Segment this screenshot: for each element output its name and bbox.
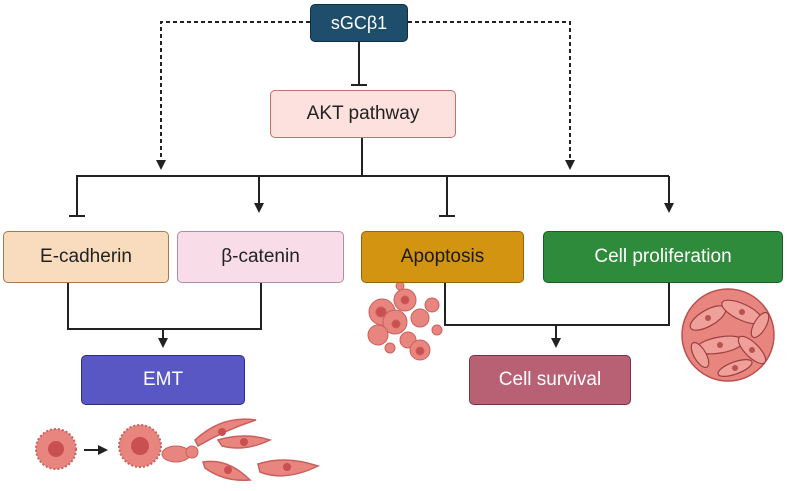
node-label: EMT <box>142 369 184 390</box>
proliferating-cells-icon <box>681 288 775 382</box>
apoptotic-cells-icon <box>367 281 443 361</box>
node-label: Cell proliferation <box>594 246 732 267</box>
node-cell-proliferation: Cell proliferation <box>543 231 783 283</box>
edge-ecadherin-emt <box>67 283 262 330</box>
node-label: Cell survival <box>498 369 602 390</box>
node-label: sGCβ1 <box>330 12 388 33</box>
emt-transition-icon <box>35 418 320 481</box>
node-label: Apoptosis <box>400 246 485 267</box>
node-label: E-cadherin <box>40 246 132 267</box>
node-beta-catenin: β-catenin <box>177 231 344 283</box>
edge-sgc-bcatenin-dashed <box>156 21 310 170</box>
node-label: AKT pathway <box>306 103 420 124</box>
node-label: β-catenin <box>221 246 300 267</box>
node-cell-survival: Cell survival <box>469 355 631 405</box>
edge-sgc-proliferation-dashed <box>408 21 575 170</box>
node-sgc-beta1: sGCβ1 <box>310 4 408 42</box>
node-akt-pathway: AKT pathway <box>270 90 456 138</box>
node-apoptosis: Apoptosis <box>361 231 524 283</box>
node-e-cadherin: E-cadherin <box>3 231 169 283</box>
node-emt: EMT <box>81 355 245 405</box>
